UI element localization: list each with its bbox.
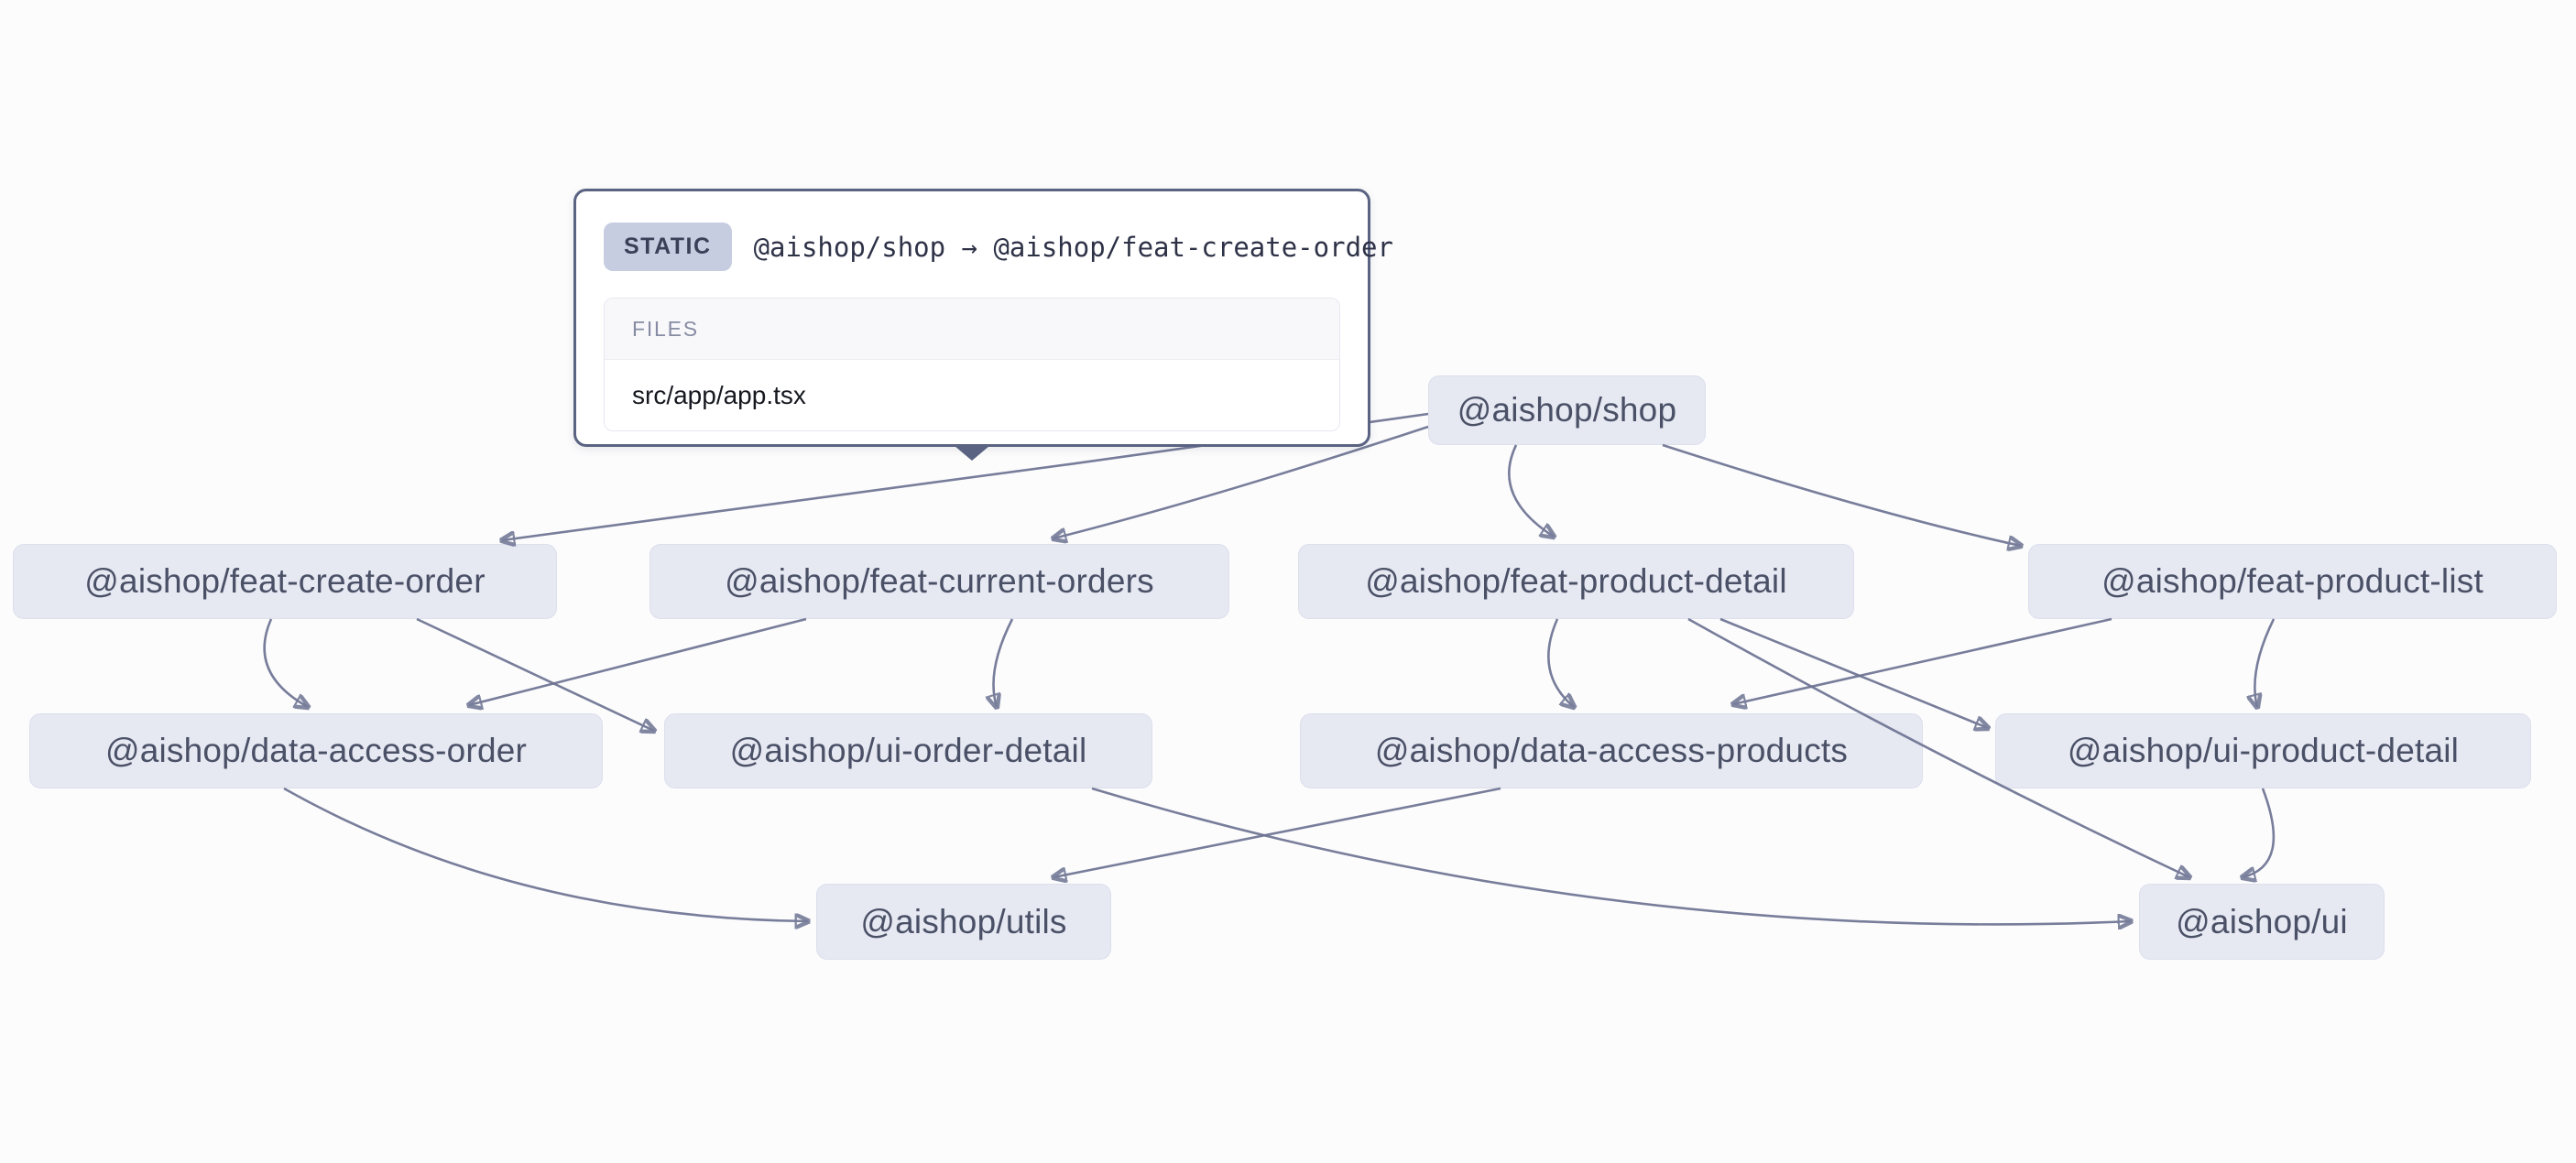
graph-node-feat-product-list[interactable]: @aishop/feat-product-list: [2028, 544, 2557, 619]
graph-node-utils[interactable]: @aishop/utils: [816, 884, 1111, 960]
graph-node-ui-product-detail[interactable]: @aishop/ui-product-detail: [1995, 713, 2531, 788]
file-item: src/app/app.tsx: [632, 380, 806, 409]
graph-node-feat-product-detail[interactable]: @aishop/feat-product-detail: [1298, 544, 1854, 619]
graph-node-data-access-products[interactable]: @aishop/data-access-products: [1300, 713, 1923, 788]
graph-edge-feat-product-detail-data-access-products[interactable]: [1547, 618, 1574, 707]
graph-node-data-access-order[interactable]: @aishop/data-access-order: [29, 713, 603, 788]
graph-node-feat-create-order[interactable]: @aishop/feat-create-order: [13, 544, 557, 619]
edge-tooltip: STATIC @aishop/shop → @aishop/feat-creat…: [573, 189, 1393, 461]
graph-edge-feat-product-list-data-access-products[interactable]: [1733, 617, 2112, 704]
graph-edge-ui-product-detail-ui[interactable]: [2243, 788, 2276, 877]
edge-type-badge: STATIC: [604, 223, 732, 271]
edge-files-box: FILES src/app/app.tsx: [604, 298, 1340, 431]
graph-edge-shop-feat-product-list[interactable]: [1662, 443, 2021, 546]
tooltip-pointer-icon: [955, 446, 989, 461]
graph-node-feat-current-orders[interactable]: @aishop/feat-current-orders: [649, 544, 1229, 619]
graph-edge-data-access-order-utils[interactable]: [283, 787, 808, 921]
graph-node-ui[interactable]: @aishop/ui: [2139, 884, 2385, 960]
graph-edge-shop-feat-product-detail[interactable]: [1508, 444, 1554, 537]
graph-node-ui-order-detail[interactable]: @aishop/ui-order-detail: [664, 713, 1152, 788]
graph-edge-feat-product-detail-ui-product-detail[interactable]: [1719, 617, 1988, 728]
graph-edge-feat-current-orders-ui-order-detail[interactable]: [993, 618, 1014, 707]
edge-files-header-label: FILES: [605, 299, 1339, 360]
graph-edge-feat-create-order-data-access-order[interactable]: [263, 618, 308, 707]
edge-tooltip-header: STATIC @aishop/shop → @aishop/feat-creat…: [576, 191, 1393, 271]
graph-edge-feat-product-list-ui-product-detail[interactable]: [2254, 618, 2276, 707]
graph-edge-ui-order-detail-ui[interactable]: [1091, 787, 2131, 924]
edge-tooltip-label: @aishop/shop → @aishop/feat-create-order: [753, 231, 1393, 263]
graph-node-shop[interactable]: @aishop/shop: [1428, 375, 1706, 445]
edge-files-list: src/app/app.tsx: [605, 360, 1339, 430]
graph-edge-feat-current-orders-data-access-order[interactable]: [469, 617, 807, 705]
graph-edge-data-access-products-utils[interactable]: [1053, 787, 1501, 877]
